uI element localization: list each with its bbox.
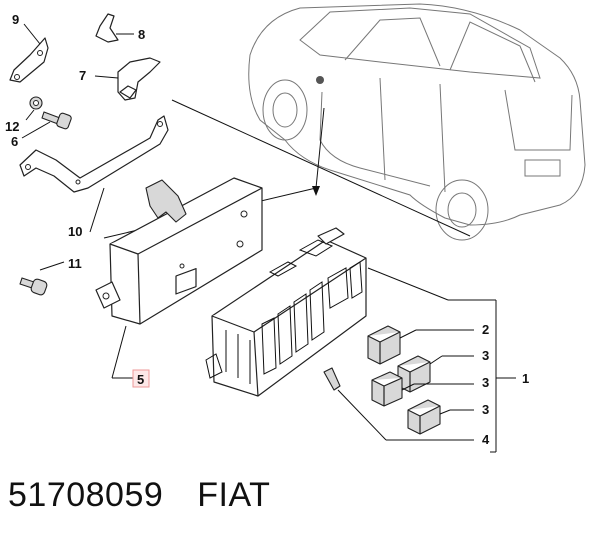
part-12-washer: [25, 96, 43, 121]
part-number-caption: 51708059 FIAT: [8, 476, 270, 515]
callout-8: 8: [138, 27, 145, 42]
part-6-bolt: [21, 111, 72, 139]
callout-10: 10: [68, 224, 82, 239]
part-5-control-module: [95, 177, 263, 379]
car-illustration: [248, 3, 586, 241]
part-8-clip: [95, 13, 134, 43]
callout-9: 9: [12, 12, 19, 27]
part-11-screw: [19, 261, 65, 296]
part-3-relay-b: [371, 371, 403, 407]
callout-3c: 3: [482, 402, 489, 417]
callout-5: 5: [137, 372, 144, 387]
part-number: 51708059: [8, 476, 164, 514]
callout-4: 4: [482, 432, 490, 447]
callout-11: 11: [68, 256, 82, 271]
part-9-bracket: [9, 23, 49, 83]
callout-2: 2: [482, 322, 489, 337]
part-7-bracket: [94, 57, 161, 101]
callout-7: 7: [79, 68, 86, 83]
callout-3b: 3: [482, 375, 489, 390]
part-1-fuse-box: [205, 227, 367, 397]
callout-5-highlight: [132, 369, 150, 388]
leader-lines-relays: [337, 267, 516, 453]
part-2-relay: [367, 325, 401, 365]
brand-name: FIAT: [197, 476, 271, 514]
callout-1: 1: [522, 371, 529, 386]
part-3-relay-c: [407, 399, 441, 435]
part-10-bracket: [19, 115, 169, 233]
callout-12: 12: [5, 119, 19, 134]
callout-3a: 3: [482, 348, 489, 363]
callout-6: 6: [11, 134, 18, 149]
location-marker: [316, 76, 324, 84]
part-4-fuse: [323, 367, 341, 391]
part-3-relay-a: [397, 355, 431, 393]
